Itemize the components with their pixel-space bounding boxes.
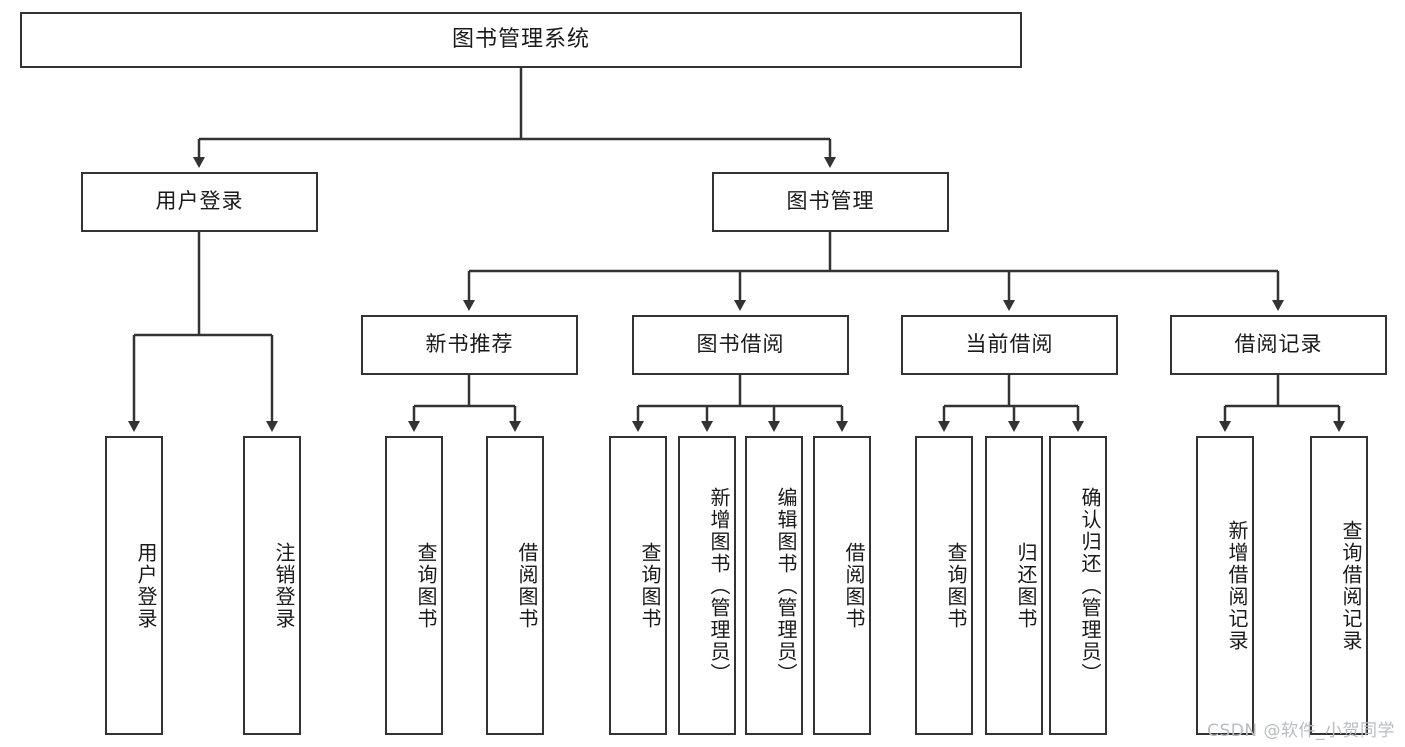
leaf-borrow-borrow-book[interactable]: 借阅图书: [813, 436, 871, 735]
leaf-label: 查询图书: [638, 541, 662, 630]
leaf-user-login-login[interactable]: 用户登录: [105, 436, 163, 735]
leaf-record-add-record[interactable]: 新增借阅记录: [1196, 436, 1254, 735]
leaf-borrow-query-book[interactable]: 查询图书: [609, 436, 667, 735]
leaf-label: 确认归还（管理员）: [1078, 486, 1102, 685]
node-book-management[interactable]: 图书管理: [712, 172, 949, 232]
leaf-current-confirm-return-admin[interactable]: 确认归还（管理员）: [1049, 436, 1107, 735]
leaf-label: 编辑图书（管理员）: [774, 486, 798, 685]
leaf-user-login-logout[interactable]: 注销登录: [243, 436, 301, 735]
leaf-borrow-edit-book-admin[interactable]: 编辑图书（管理员）: [745, 436, 803, 735]
leaf-record-query-record[interactable]: 查询借阅记录: [1310, 436, 1368, 735]
leaf-newbook-query-book[interactable]: 查询图书: [385, 436, 443, 735]
leaf-label: 新增借阅记录: [1225, 519, 1249, 652]
leaf-label: 借阅图书: [842, 541, 866, 630]
node-root-book-management-system[interactable]: 图书管理系统: [20, 12, 1022, 68]
node-user-login[interactable]: 用户登录: [81, 172, 318, 232]
leaf-label: 借阅图书: [515, 541, 539, 630]
leaf-borrow-add-book-admin[interactable]: 新增图书（管理员）: [678, 436, 736, 735]
leaf-newbook-borrow-book[interactable]: 借阅图书: [486, 436, 544, 735]
node-current-borrow[interactable]: 当前借阅: [901, 315, 1118, 375]
leaf-label: 查询图书: [414, 541, 438, 630]
node-new-book-recommend[interactable]: 新书推荐: [361, 315, 578, 375]
leaf-label: 归还图书: [1014, 541, 1038, 630]
leaf-label: 用户登录: [134, 541, 158, 630]
leaf-label: 新增图书（管理员）: [707, 486, 731, 685]
node-book-borrow[interactable]: 图书借阅: [632, 315, 849, 375]
leaf-current-query-book[interactable]: 查询图书: [915, 436, 973, 735]
leaf-current-return-book[interactable]: 归还图书: [985, 436, 1043, 735]
leaf-label: 查询借阅记录: [1339, 519, 1363, 652]
node-borrow-record[interactable]: 借阅记录: [1170, 315, 1387, 375]
leaf-label: 注销登录: [272, 541, 296, 630]
leaf-label: 查询图书: [944, 541, 968, 630]
csdn-watermark: CSDN @软件_小贺同学: [1207, 721, 1395, 741]
